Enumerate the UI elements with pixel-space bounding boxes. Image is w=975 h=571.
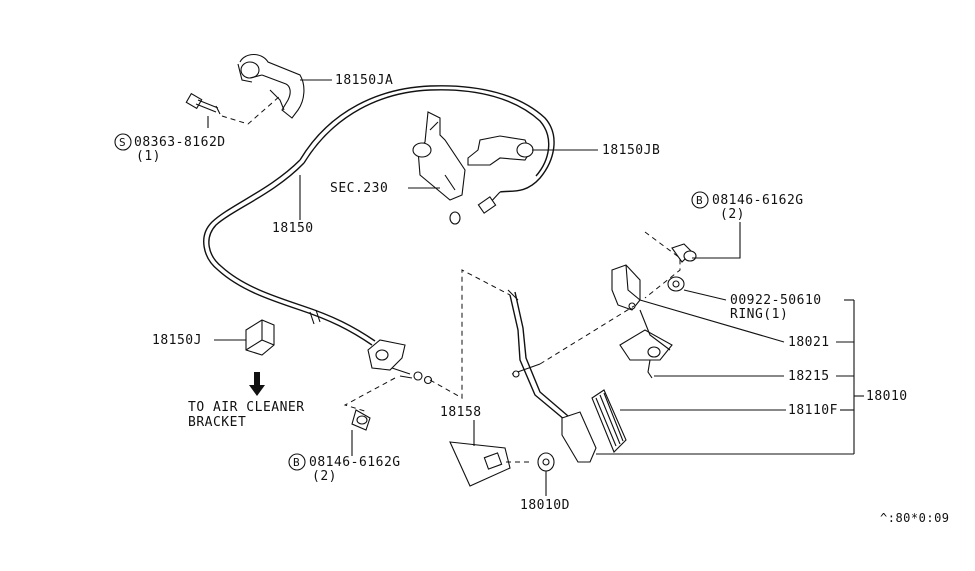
label-08363: 08363-8162D (134, 135, 226, 150)
label-08146-bottom-qty: (2) (312, 469, 337, 484)
label-18215: 18215 (788, 369, 830, 384)
pedal-arm (507, 289, 597, 463)
arrow-down-icon (249, 372, 265, 396)
label-18010: 18010 (866, 389, 908, 404)
symbol-b-circle (288, 453, 306, 471)
label-08146-top-prefix: B (696, 194, 703, 207)
page-code: ^:80*0:09 (880, 511, 950, 525)
pedal-pad-18110F: 18110F (591, 389, 838, 453)
bolt-08363: S 08363-8162D (1) (114, 92, 281, 164)
label-ring: RING(1) (730, 307, 788, 322)
label-08146-top: 08146-6162G (712, 193, 804, 208)
label-sec230: SEC.230 (330, 181, 388, 196)
ring-00922: 00922-50610 RING(1) (667, 276, 822, 322)
label-18150J: 18150J (152, 333, 202, 348)
label-00922: 00922-50610 (730, 293, 822, 308)
label-08146-bottom: 08146-6162G (309, 455, 401, 470)
leader-lines: 18021 18215 18010 (596, 299, 908, 455)
bracket-18150JB: 18150JB (467, 135, 660, 166)
symbol-b-circle-top (691, 191, 709, 209)
label-08146-bottom-prefix: B (293, 456, 300, 469)
symbol-s-circle (114, 133, 132, 151)
pedal-bracket-18021 (539, 231, 681, 379)
clip-18150J: 18150J TO AIR CLEANER BRACKET (152, 319, 305, 430)
label-18150: 18150 (272, 221, 314, 236)
label-18150JA: 18150JA (335, 73, 393, 88)
label-08363-qty: (1) (136, 149, 161, 164)
label-18110F: 18110F (788, 403, 838, 418)
accelerator-cable (203, 85, 555, 346)
label-bracket: BRACKET (188, 415, 246, 430)
clamp-18150JA: 18150JA (237, 53, 393, 119)
bolt-08146-top: B 08146-6162G (2) (671, 191, 804, 263)
cable-end-fitting (343, 269, 511, 413)
label-18158: 18158 (440, 405, 482, 420)
label-18150JB: 18150JB (602, 143, 660, 158)
label-08363-prefix: S (119, 136, 126, 149)
bolt-08146-bottom: B 08146-6162G (2) (288, 409, 401, 484)
clip-18010D: 18010D (506, 452, 570, 513)
stopper-18158: 18158 (440, 405, 511, 487)
label-08146-top-qty: (2) (720, 207, 745, 222)
label-18010D: 18010D (520, 498, 570, 513)
label-to-air-cleaner: TO AIR CLEANER (188, 400, 305, 415)
label-18021: 18021 (788, 335, 830, 350)
bracket-sec230: SEC.230 (330, 111, 466, 225)
